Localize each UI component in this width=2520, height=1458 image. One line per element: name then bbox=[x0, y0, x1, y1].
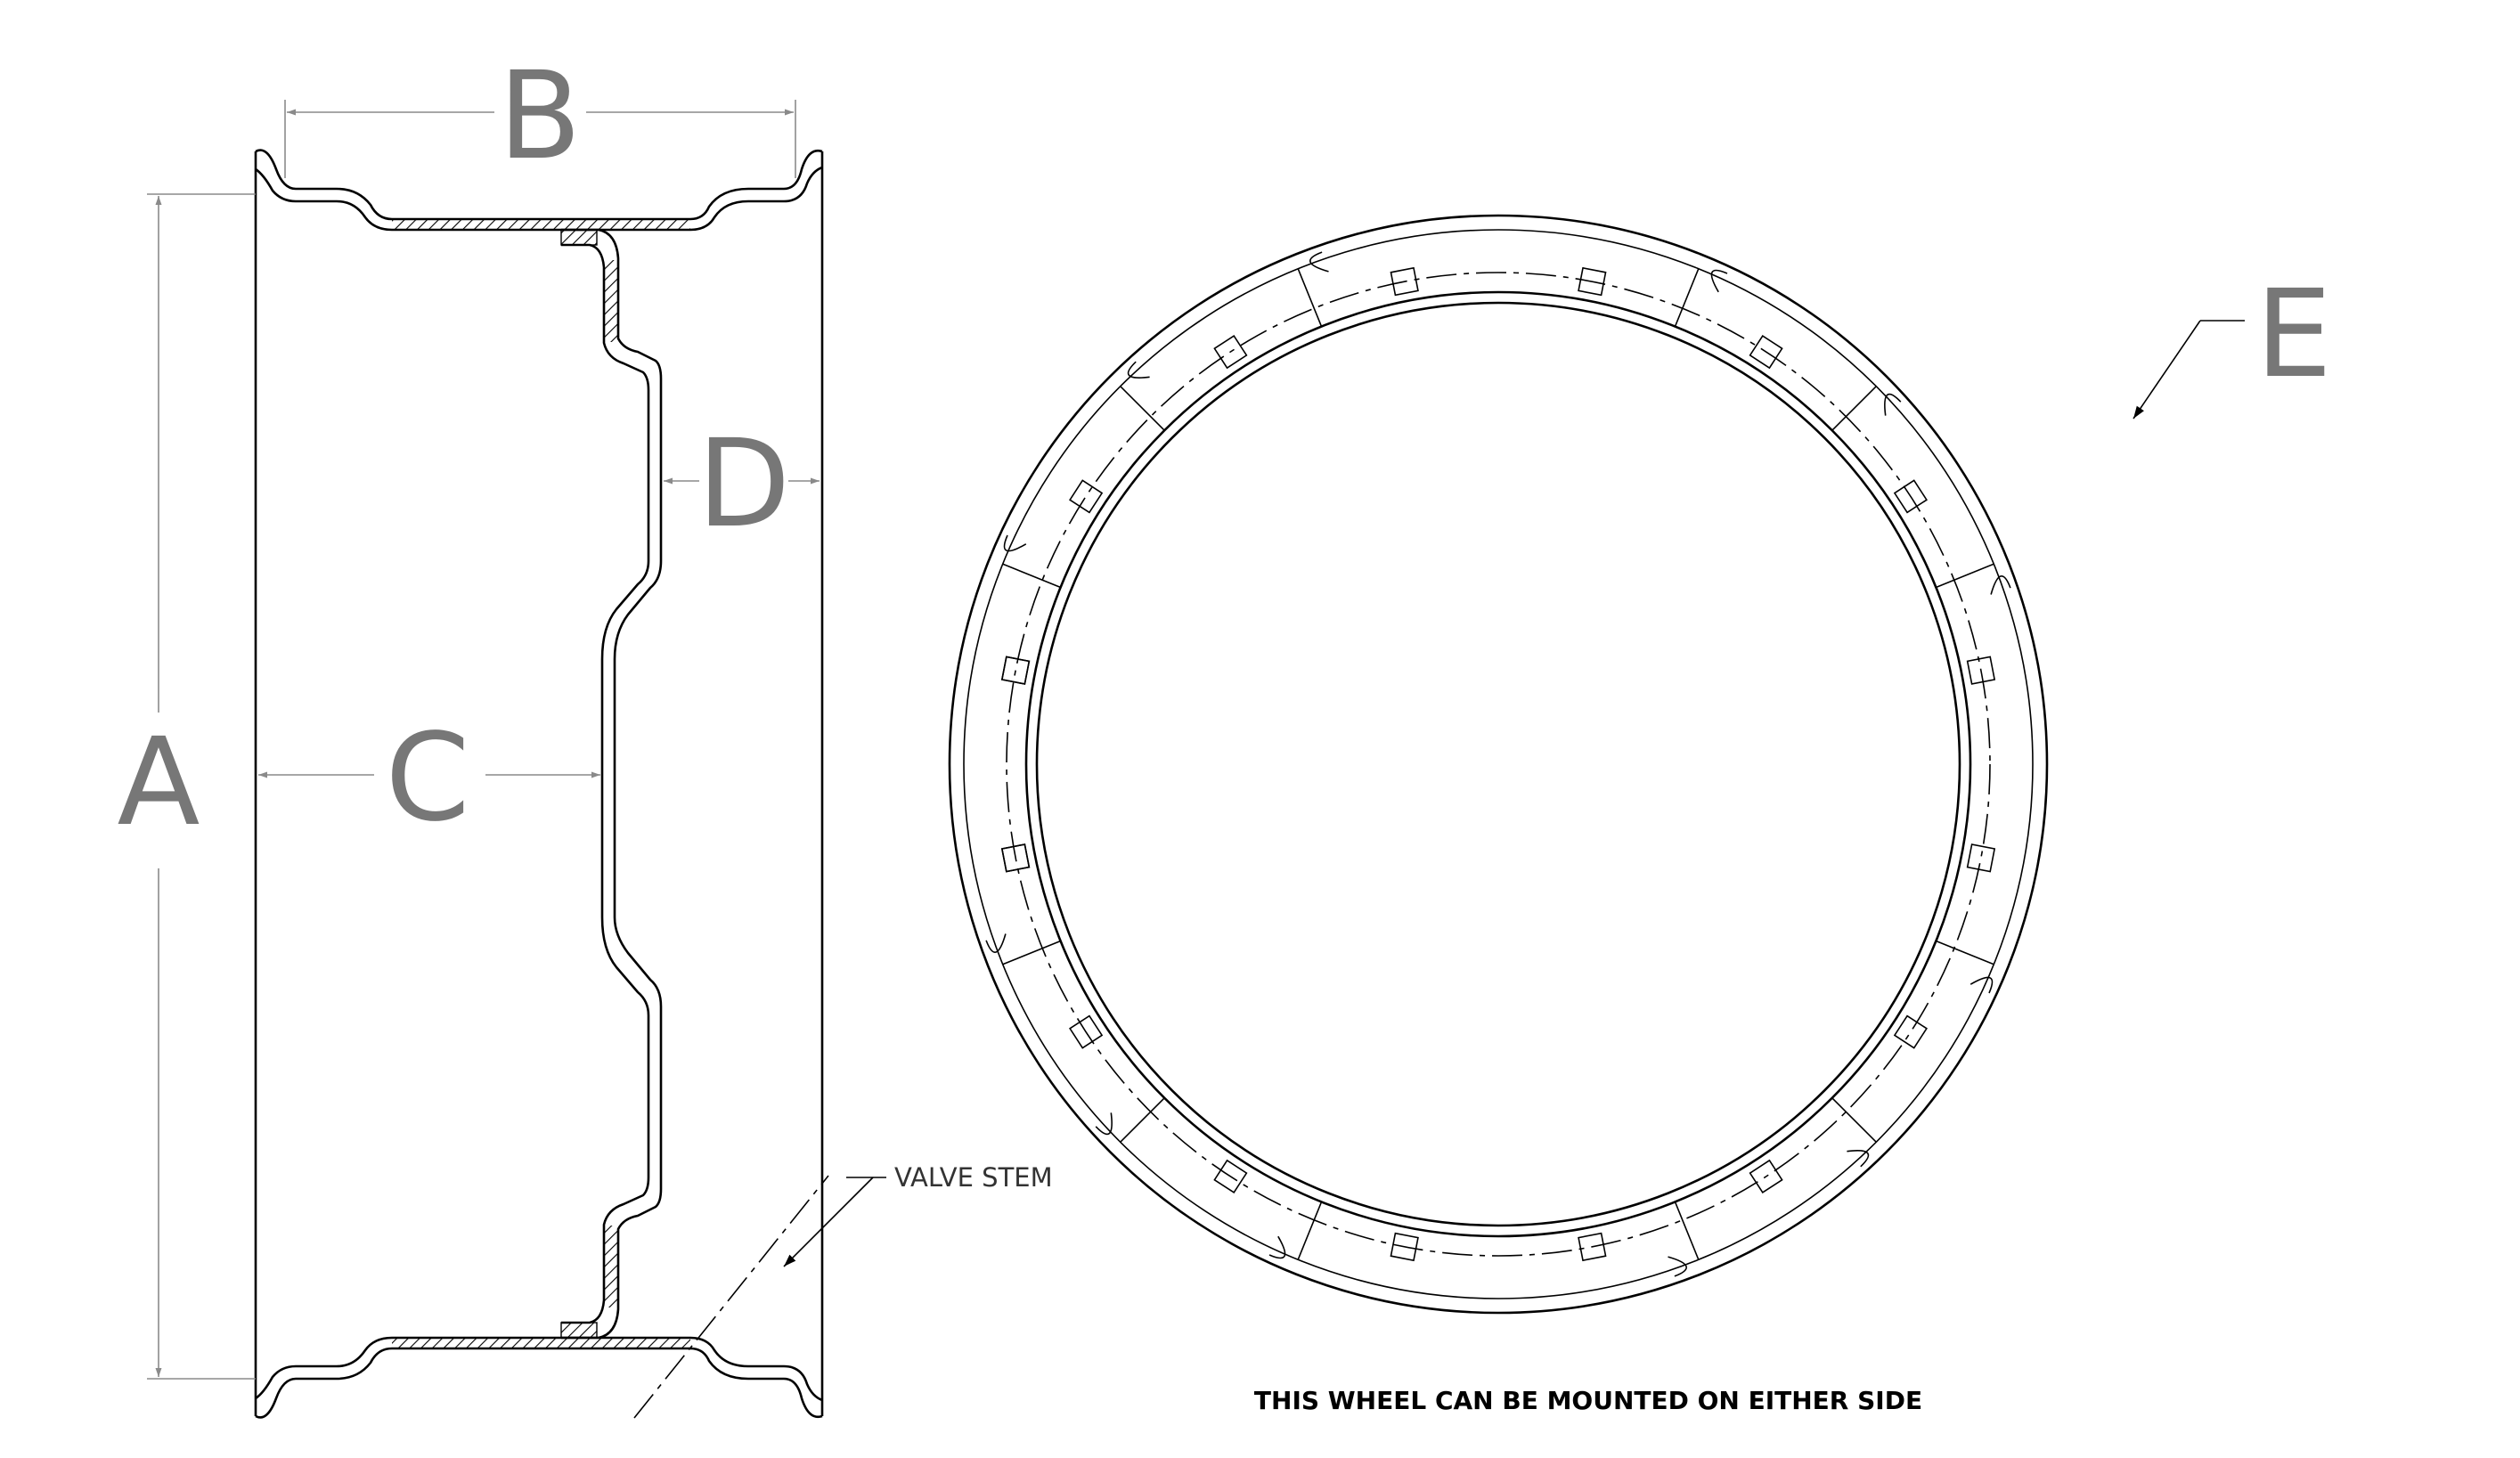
center-disc-profile bbox=[560, 228, 663, 1340]
ring-inner-lip bbox=[1024, 290, 1972, 1238]
rim-top-hatch bbox=[392, 219, 690, 230]
dimension-d-label: D bbox=[697, 414, 791, 555]
rim-top-profile bbox=[255, 149, 823, 232]
valve-stem-callout: VALVE STEM bbox=[633, 1162, 1053, 1419]
segment-notch bbox=[1127, 361, 1150, 379]
segment-division bbox=[1120, 386, 1165, 431]
dimension-e: E bbox=[2133, 265, 2332, 419]
segment-notch bbox=[1970, 976, 1994, 994]
bolt-hole bbox=[1966, 843, 1996, 873]
segment-division bbox=[1120, 1097, 1165, 1143]
bolt-hole bbox=[1000, 656, 1031, 685]
segment-division bbox=[1674, 268, 1700, 327]
bolt-hole bbox=[1390, 266, 1419, 297]
bolt-hole bbox=[1578, 266, 1607, 297]
disc-hatch-bottom bbox=[605, 1226, 617, 1307]
dimension-c: C bbox=[258, 708, 600, 849]
ring-outer-lip bbox=[963, 229, 2034, 1299]
segment-division bbox=[1297, 268, 1323, 327]
disc-weld-top bbox=[560, 229, 598, 246]
dimension-e-label: E bbox=[2255, 265, 2332, 405]
dimension-d: D bbox=[664, 414, 820, 555]
ring-outer-edge bbox=[948, 214, 2049, 1315]
valve-stem-label: VALVE STEM bbox=[894, 1162, 1053, 1193]
segment-notch bbox=[1309, 251, 1329, 273]
segment-notch bbox=[1268, 1235, 1286, 1259]
segment-notch bbox=[1847, 1150, 1870, 1168]
dimension-b-label: B bbox=[498, 46, 581, 187]
segment-notch bbox=[985, 933, 1007, 953]
bolt-hole bbox=[1749, 1159, 1783, 1193]
bolt-hole bbox=[1213, 335, 1248, 370]
mounting-note: THIS WHEEL CAN BE MOUNTED ON EITHER SIDE bbox=[1254, 1386, 1922, 1415]
valve-stem-leader bbox=[783, 1177, 874, 1267]
rim-bottom-profile bbox=[255, 1336, 823, 1419]
bolt-circle bbox=[1006, 272, 1991, 1257]
segment-notch bbox=[1668, 1256, 1687, 1277]
dimension-c-label: C bbox=[386, 708, 470, 849]
bolt-hole bbox=[1390, 1232, 1419, 1262]
bolt-hole bbox=[1069, 1014, 1104, 1049]
bolt-hole bbox=[1069, 479, 1104, 514]
valve-stem-centerline bbox=[633, 1175, 829, 1419]
front-ring-view: E bbox=[948, 214, 2332, 1315]
segment-notch bbox=[1990, 575, 2011, 595]
segment-notch bbox=[1884, 393, 1902, 416]
segment-division bbox=[1936, 563, 1994, 589]
segment-division bbox=[1674, 1201, 1700, 1260]
disc-weld-bottom bbox=[560, 1322, 598, 1339]
dimension-a-label: A bbox=[117, 713, 200, 853]
segment-division bbox=[1002, 563, 1061, 589]
segment-notch bbox=[1003, 534, 1027, 552]
segment-division bbox=[1002, 940, 1061, 965]
segment-notch bbox=[1095, 1112, 1113, 1136]
disc-hatch-top bbox=[605, 260, 617, 342]
bolt-hole bbox=[1893, 479, 1928, 514]
side-section-view: A B C D VALVE STEM bbox=[117, 46, 1053, 1419]
bolt-hole bbox=[1000, 843, 1031, 873]
rim-bottom-hatch bbox=[392, 1338, 690, 1348]
ring-inner-edge bbox=[1035, 301, 1961, 1227]
bolt-hole bbox=[1578, 1232, 1607, 1262]
bolt-hole bbox=[1893, 1014, 1928, 1049]
dimension-b: B bbox=[284, 46, 796, 187]
dimension-a: A bbox=[117, 193, 256, 1380]
segment-notch bbox=[1710, 269, 1728, 293]
bolt-hole bbox=[1213, 1159, 1248, 1193]
segment-division bbox=[1831, 1097, 1877, 1143]
bolt-hole bbox=[1749, 335, 1783, 370]
bolt-hole bbox=[1966, 656, 1996, 685]
segment-division bbox=[1936, 940, 1994, 965]
ring-segment-details bbox=[985, 251, 2011, 1277]
segment-division bbox=[1831, 386, 1877, 431]
segment-division bbox=[1297, 1201, 1323, 1260]
